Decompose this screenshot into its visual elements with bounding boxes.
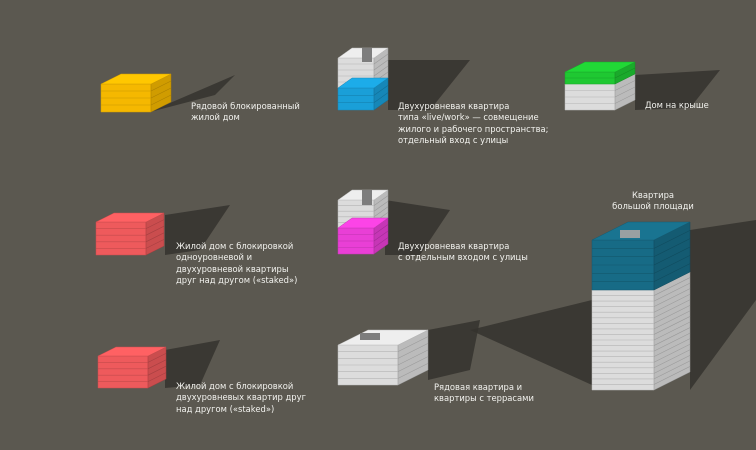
tower-base-floor-line (653, 321, 691, 341)
label-live-work: Двухуровневая квартира типа «live/work» … (398, 101, 549, 145)
tower-base-floor-line (653, 282, 691, 302)
stair-core (362, 190, 372, 205)
shadow (388, 60, 470, 110)
stacked-house-1-floor-line (145, 232, 165, 243)
shadow (470, 300, 592, 385)
shadow (165, 205, 230, 255)
shadow (165, 340, 220, 388)
label-terrace: Рядовая квартира и квартиры с террасами (434, 382, 534, 404)
tower-base-floor-line (653, 366, 691, 385)
stacked-house-2-floor-line (147, 353, 167, 363)
duplex-upper-floor-line (373, 206, 389, 218)
stacked-house-2-floor-line (147, 372, 167, 382)
terrace-house-floor-line (397, 343, 429, 359)
tower-top-floor-line (653, 230, 691, 249)
tower-base-floor-line (653, 332, 691, 352)
tower-base-floor-line (653, 310, 691, 330)
live-work-upper-floor-line (373, 53, 389, 65)
tower-base-floor-line (653, 293, 691, 313)
live-work-upper-floor-line (373, 65, 389, 77)
tower-base-floor-line (653, 277, 691, 296)
tower-top-floor-line (653, 238, 691, 257)
live-work-lower-floor-line (373, 92, 389, 103)
tower-base-floor-line (653, 327, 691, 346)
roof-house-top-top (564, 61, 636, 73)
tower-top-floor-line (653, 263, 691, 282)
tower-base-floor-line (653, 360, 691, 380)
tower-top-floor-line (653, 255, 691, 274)
label-roof-house: Дом на крыше (645, 100, 709, 110)
live-work-upper-floor-line (373, 59, 389, 71)
shadow (690, 220, 756, 390)
row-house-floor-line (150, 80, 172, 92)
stacked-house-1-floor-line (145, 219, 165, 229)
tower-base-floor-line (653, 343, 691, 363)
row-house-floor-line (150, 87, 172, 99)
label-stacked-duplex: Жилой дом с блокировкой двухуровневых кв… (176, 381, 306, 414)
label-large-apartment: Квартира большой площади (612, 190, 694, 212)
label-duplex-street-entry: Двухуровневая квартира с отдельным входо… (398, 241, 528, 263)
roof-house-base-floor-line (614, 80, 636, 91)
row-house-top (100, 73, 172, 85)
stacked-house-2-top (97, 346, 167, 357)
tower-base-floor-line (653, 288, 691, 307)
terrace-house-floor-line (397, 363, 429, 379)
stacked-house-1-top (95, 212, 165, 223)
shadow (150, 75, 235, 112)
duplex-lower-floor-line (373, 237, 389, 248)
roof-hatch (620, 230, 640, 238)
tower-base-floor-line (653, 305, 691, 324)
stacked-house-2-floor-line (147, 359, 167, 370)
stacked-house-1-floor-line (145, 225, 165, 236)
duplex-lower-top (337, 217, 389, 229)
live-work-lower-top (337, 77, 389, 89)
live-work-lower-front (337, 87, 375, 111)
row-house-floor-line (150, 94, 172, 106)
tower-base-floor-line (653, 299, 691, 319)
tower-base-floor-line (653, 316, 691, 335)
duplex-lower-floor-line (373, 230, 389, 242)
live-work-lower-floor-line (373, 85, 389, 96)
shadow (428, 320, 480, 380)
tower-base-floor-line (653, 338, 691, 357)
stair-core (362, 48, 372, 62)
label-row-house: Рядовой блокированный жилой дом (191, 101, 300, 123)
tower-base-floor-line (653, 349, 691, 369)
stacked-house-2-front (97, 355, 149, 389)
roof-house-top-floor-line (614, 67, 636, 79)
terrace-house-floor-line (397, 336, 429, 352)
stacked-house-2-floor-line (147, 365, 167, 376)
roof-house-base-floor-line (614, 93, 636, 104)
roof-hatch (360, 333, 380, 340)
duplex-upper-floor-line (373, 195, 389, 206)
label-stacked-single-duplex: Жилой дом с блокировкой одноуровневой и … (176, 241, 298, 285)
terrace-house-floor-line (397, 356, 429, 372)
duplex-lower-floor-line (373, 224, 389, 235)
roof-house-base-floor-line (614, 86, 636, 98)
shadow (635, 70, 720, 110)
tower-top-top (591, 221, 691, 241)
stacked-house-1-front (95, 221, 147, 256)
stacked-house-1-floor-line (145, 239, 165, 249)
tower-base-floor-line (653, 355, 691, 374)
tower-top-floor-line (653, 246, 691, 266)
terrace-house-floor-line (397, 349, 429, 366)
duplex-upper-floor-line (373, 200, 389, 212)
shadow (385, 200, 450, 255)
